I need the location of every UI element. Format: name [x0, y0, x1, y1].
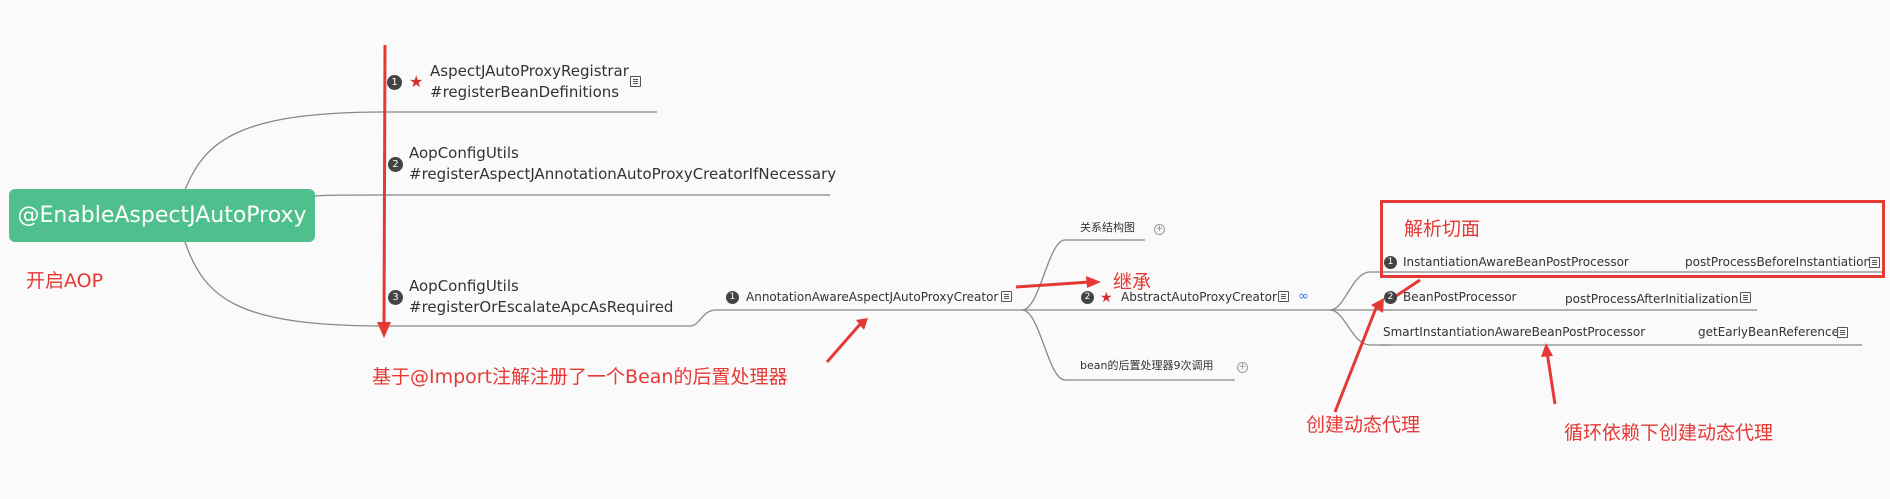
note-inherit: 继承: [1113, 271, 1152, 293]
processor-1-method[interactable]: postProcessBeforeInstantiation: [1685, 255, 1872, 269]
branch1-line1: AspectJAutoProxyRegistrar: [430, 62, 629, 80]
order-badge-2: 2: [388, 157, 403, 172]
note-icon[interactable]: [1001, 291, 1012, 302]
note-icon[interactable]: [1740, 292, 1751, 303]
note-import: 基于@Import注解注册了一个Bean的后置处理器: [372, 366, 788, 388]
branch3-line1: AopConfigUtils: [409, 277, 519, 295]
root-node[interactable]: @EnableAspectJAutoProxy: [9, 189, 315, 242]
star-icon: ★: [409, 72, 424, 91]
branch1-node[interactable]: AspectJAutoProxyRegistrar #registerBeanD…: [430, 61, 629, 103]
creator-node[interactable]: AnnotationAwareAspectJAutoProxyCreator: [746, 290, 999, 304]
branch2-line1: AopConfigUtils: [409, 144, 519, 162]
note-icon[interactable]: [630, 76, 641, 87]
order-badge-1: 1: [387, 75, 402, 90]
order-badge-3: 3: [388, 290, 403, 305]
processor-3-method[interactable]: getEarlyBeanReference: [1698, 325, 1840, 339]
note-open-aop: 开启AOP: [26, 270, 104, 292]
note-icon[interactable]: [1278, 291, 1289, 302]
plus-circle-icon[interactable]: +: [1154, 224, 1165, 235]
link-icon[interactable]: ∞: [1298, 289, 1309, 304]
branch1-line2: #registerBeanDefinitions: [430, 83, 620, 101]
processor-1-name[interactable]: InstantiationAwareBeanPostProcessor: [1403, 255, 1629, 269]
branch3-line2: #registerOrEscalateApcAsRequired: [409, 298, 674, 316]
order-badge-abstract: 2: [1081, 291, 1094, 304]
branch2-line2: #registerAspectJAnnotationAutoProxyCreat…: [409, 165, 837, 183]
note-create-proxy: 创建动态代理: [1306, 414, 1421, 436]
beanpp-node[interactable]: bean的后置处理器9次调用: [1080, 359, 1214, 372]
order-badge-proc1: 1: [1384, 256, 1397, 269]
note-parse-aspect: 解析切面: [1404, 218, 1481, 240]
processor-2-method[interactable]: postProcessAfterInitialization: [1565, 292, 1739, 306]
abstract-node[interactable]: AbstractAutoProxyCreator: [1121, 290, 1277, 304]
note-circular: 循环依赖下创建动态代理: [1564, 422, 1774, 444]
order-badge-creator: 1: [726, 291, 739, 304]
note-icon[interactable]: [1837, 327, 1848, 338]
branch2-node[interactable]: AopConfigUtils #registerAspectJAnnotatio…: [409, 143, 836, 185]
processor-2-name[interactable]: BeanPostProcessor: [1403, 290, 1517, 304]
branch3-node[interactable]: AopConfigUtils #registerOrEscalateApcAsR…: [409, 276, 673, 318]
plus-circle-icon[interactable]: +: [1237, 362, 1248, 373]
star-icon: ★: [1100, 290, 1113, 306]
processor-3-name[interactable]: SmartInstantiationAwareBeanPostProcessor: [1383, 325, 1646, 339]
order-badge-proc2: 2: [1384, 291, 1397, 304]
note-icon[interactable]: [1869, 257, 1880, 268]
relation-node[interactable]: 关系结构图: [1080, 221, 1135, 234]
highlight-box: [1380, 200, 1885, 278]
